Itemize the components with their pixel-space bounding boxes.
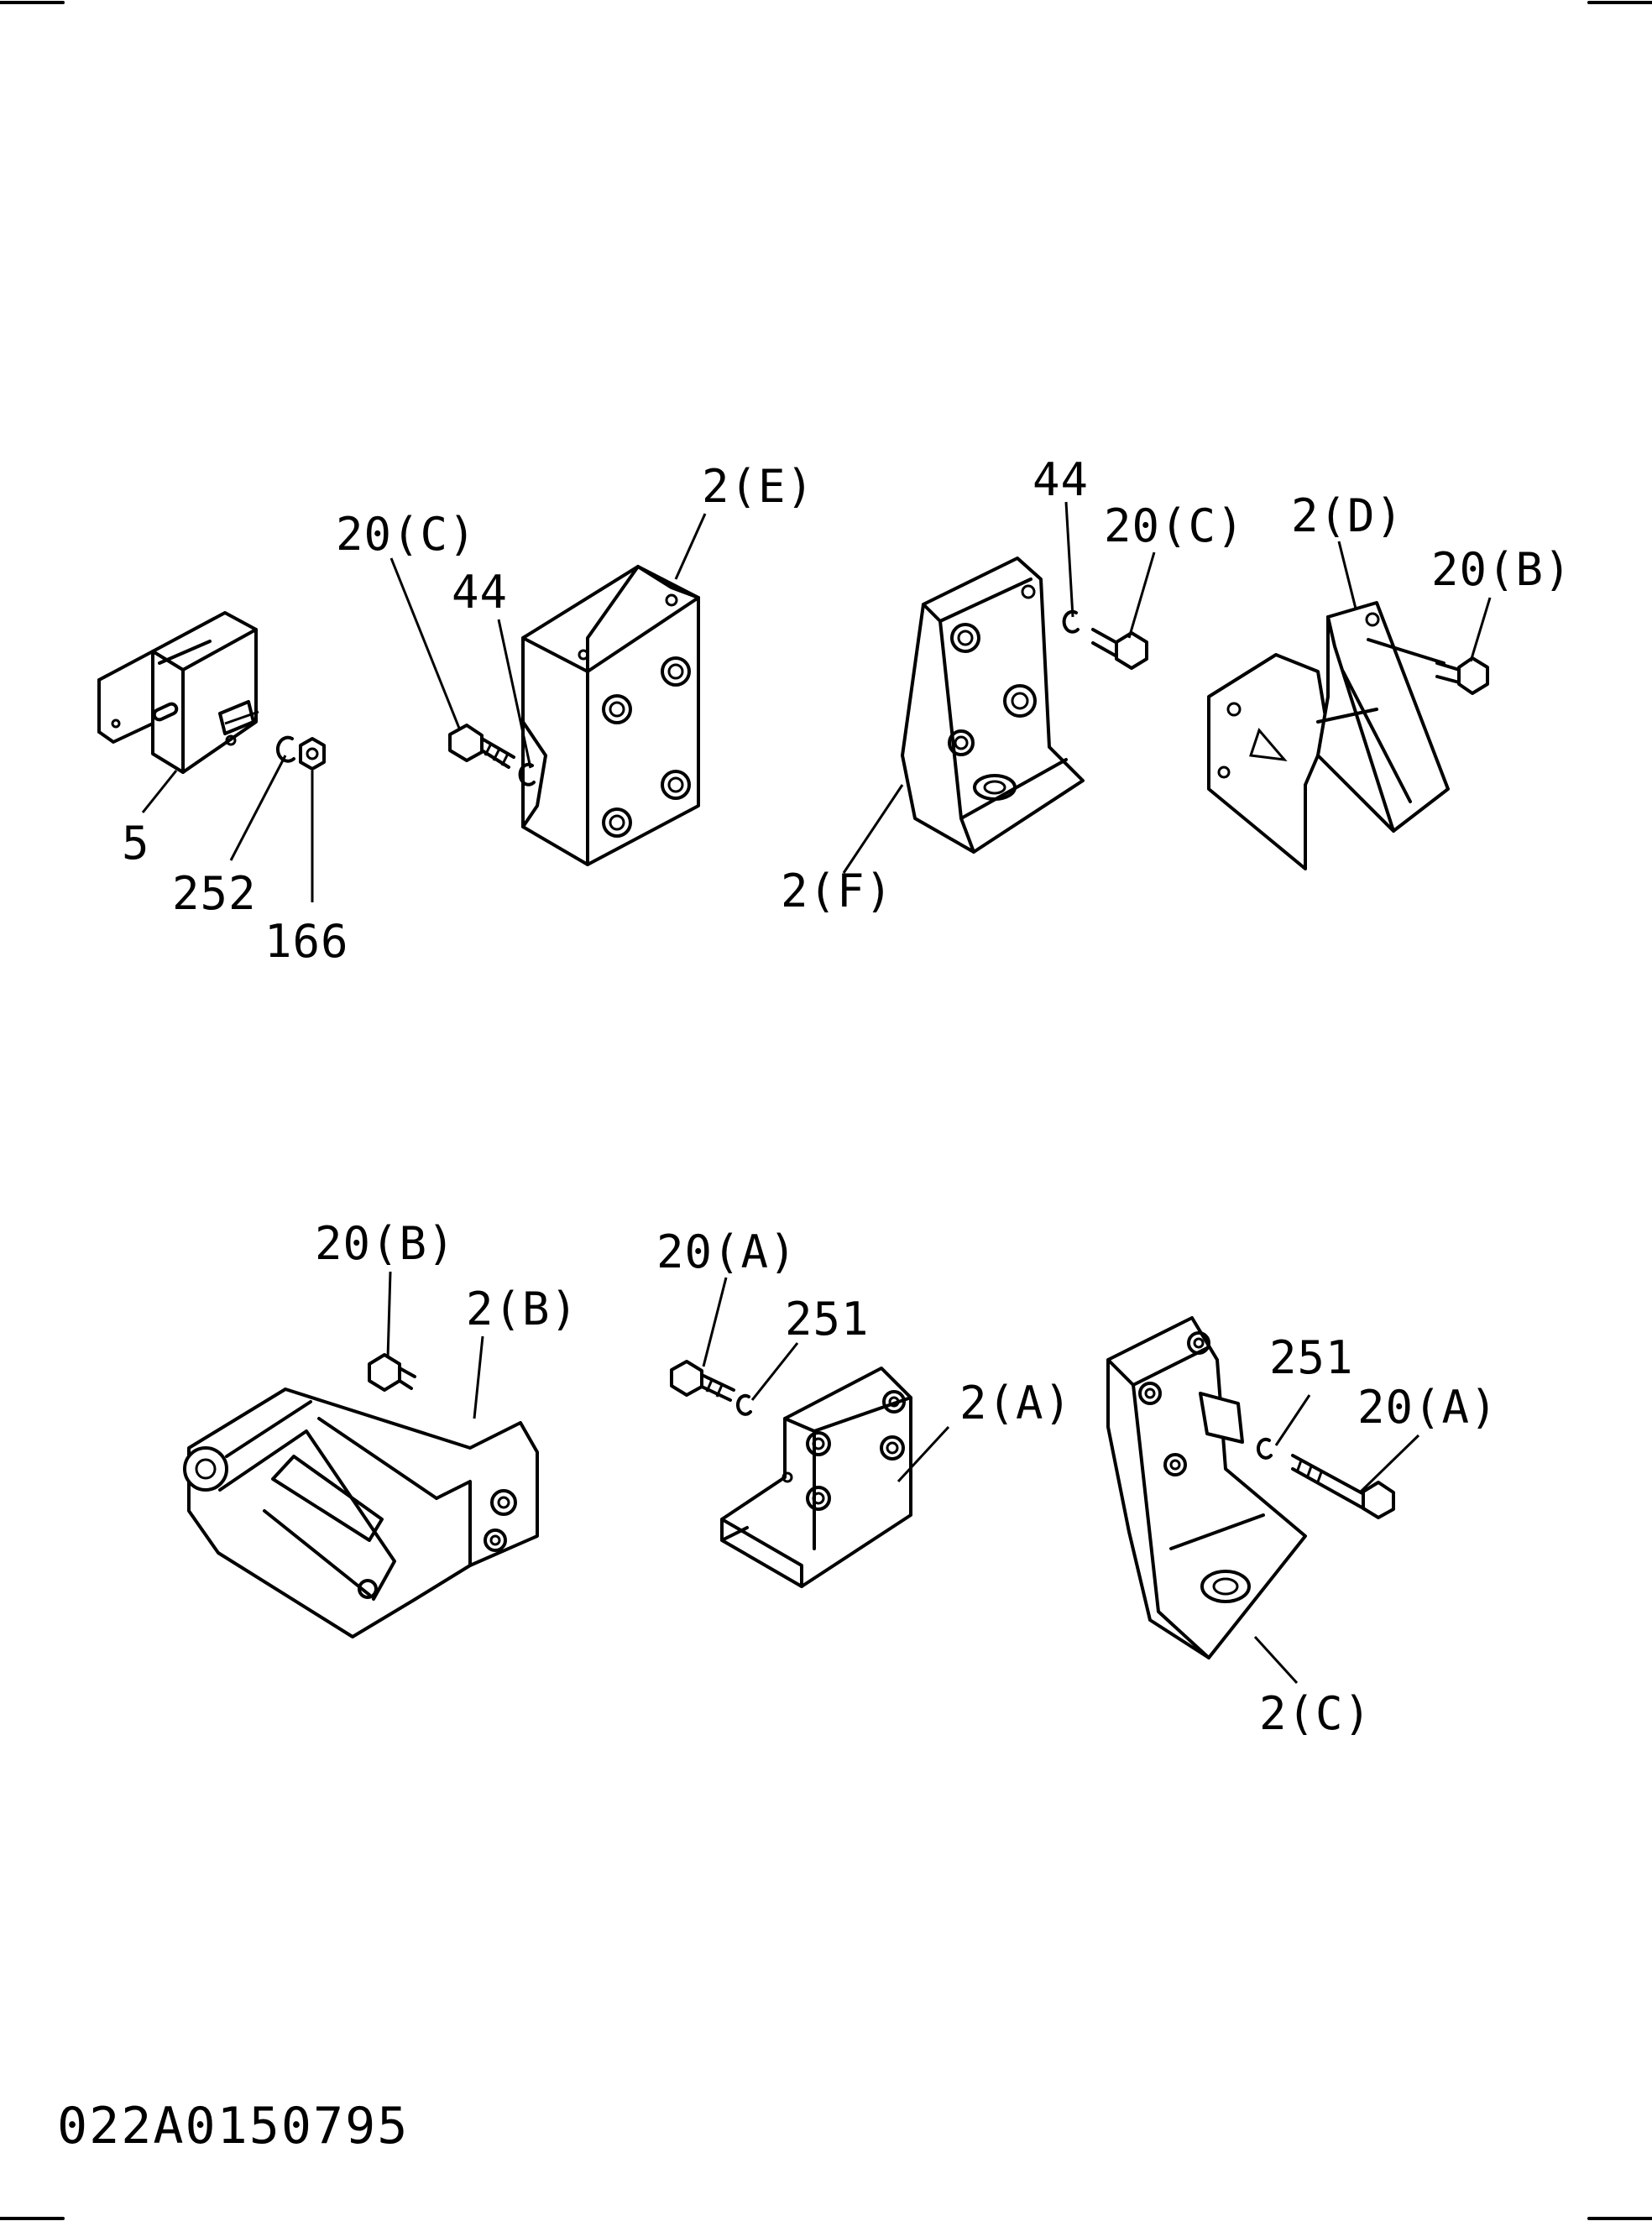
label-20a-right: 20(A): [1357, 1381, 1498, 1434]
label-20b-top: 20(B): [1431, 543, 1572, 596]
part-20c-bolt-left[interactable]: [448, 724, 515, 769]
label-44-left: 44: [452, 566, 508, 619]
part-166-nut[interactable]: [299, 737, 326, 771]
label-2c: 2(C): [1259, 1687, 1372, 1740]
part-2b-bracket[interactable]: [183, 1387, 539, 1638]
part-251-washer-right[interactable]: [1257, 1437, 1273, 1460]
label-2b: 2(B): [466, 1283, 578, 1335]
part-2a-bracket[interactable]: [720, 1367, 912, 1588]
label-166: 166: [264, 915, 349, 968]
label-20c-left: 20(C): [336, 508, 477, 561]
part-20a-bolt-left[interactable]: [670, 1360, 735, 1402]
label-20b-bottom: 20(B): [315, 1217, 456, 1270]
callout-labels: 5 252 166 20(C) 44 2(E) 44 20(C) 2(F) 2(…: [122, 453, 1572, 1740]
part-5-rubber-mount[interactable]: [97, 611, 259, 774]
part-252-washer[interactable]: [275, 735, 295, 763]
part-2e-bracket[interactable]: [521, 565, 700, 866]
part-2c-bracket[interactable]: [1106, 1316, 1307, 1659]
label-5: 5: [122, 817, 150, 870]
label-252: 252: [172, 867, 257, 920]
label-251-left: 251: [785, 1293, 870, 1346]
part-20b-bolt-bottom[interactable]: [368, 1353, 416, 1392]
label-2d: 2(D): [1291, 489, 1404, 542]
diagram-code: 022A0150795: [57, 2097, 409, 2156]
part-20c-bolt-right[interactable]: [1091, 628, 1148, 670]
part-2d-bracket[interactable]: [1207, 601, 1450, 870]
label-2e: 2(E): [702, 460, 814, 513]
part-20a-bolt-right[interactable]: [1291, 1454, 1395, 1519]
label-20a-left: 20(A): [656, 1225, 797, 1278]
label-2a: 2(A): [959, 1377, 1072, 1429]
label-44-right: 44: [1032, 453, 1089, 506]
label-251-right: 251: [1269, 1331, 1354, 1384]
leader-lines: [141, 501, 1492, 1685]
label-2f: 2(F): [781, 865, 893, 917]
part-251-washer-left[interactable]: [736, 1393, 752, 1416]
part-2f-bracket[interactable]: [901, 557, 1085, 854]
label-20c-right: 20(C): [1104, 499, 1245, 552]
part-44-washer-right[interactable]: [1062, 609, 1080, 634]
part-44-washer-left[interactable]: [518, 762, 536, 786]
